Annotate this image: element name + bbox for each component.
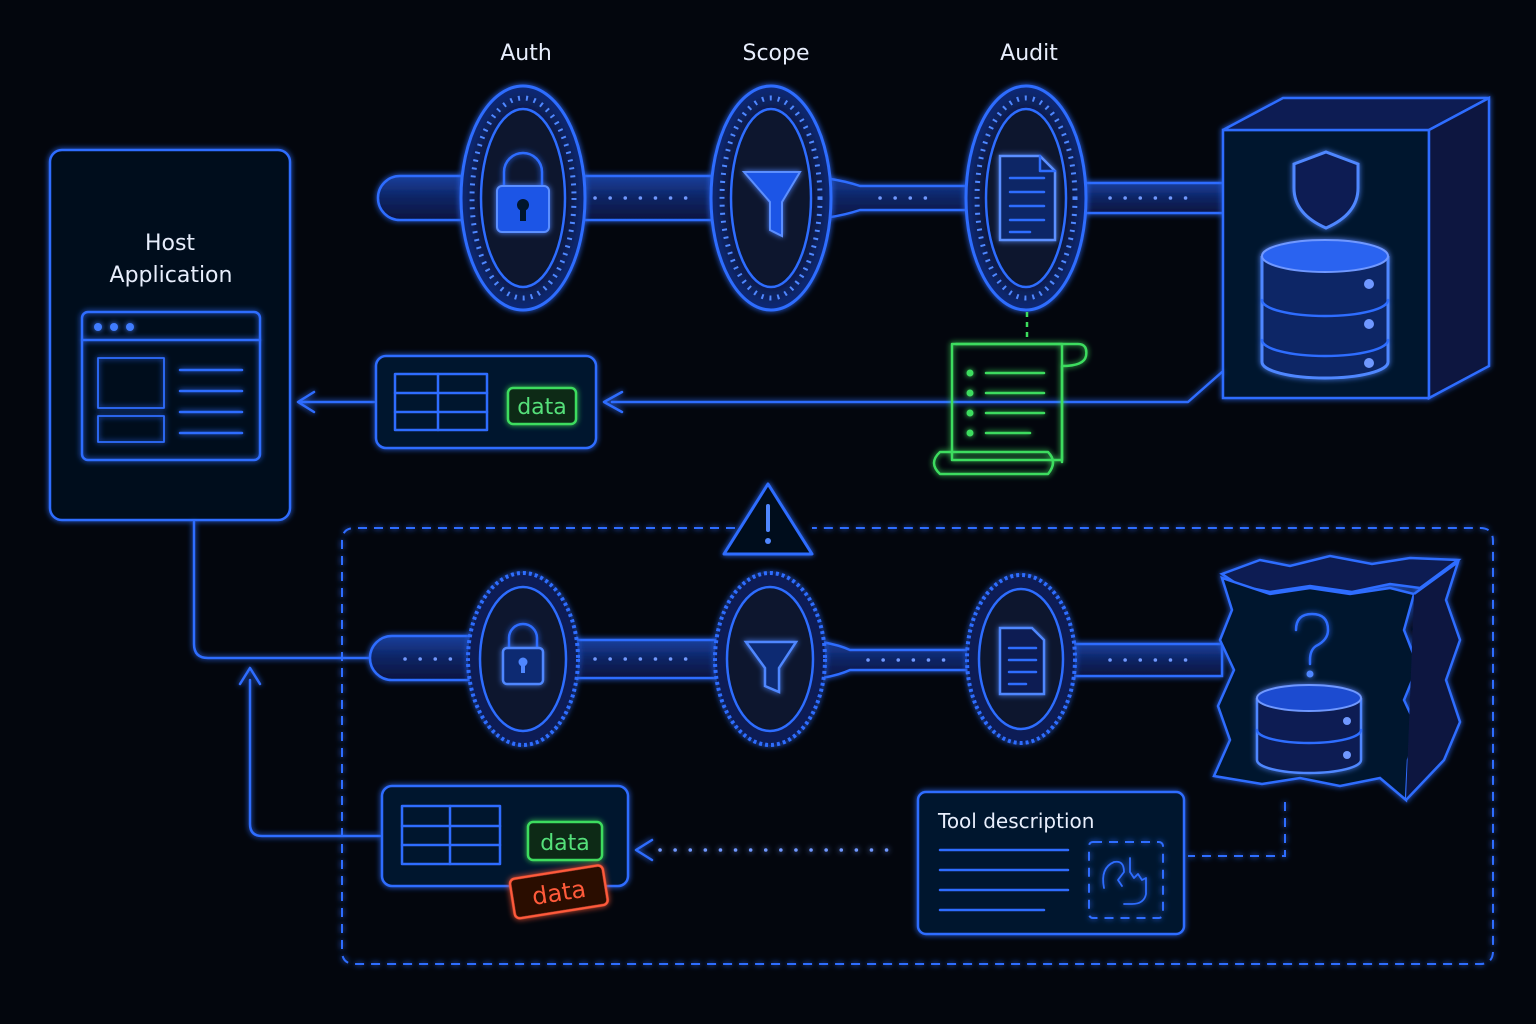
- warning-triangle-icon: [722, 482, 814, 556]
- compromised-zone-border: [341, 527, 1494, 965]
- scope-gate-label: Scope: [742, 41, 809, 66]
- bottom-data-tag-label: data: [540, 831, 590, 856]
- database-icon: [1260, 239, 1390, 380]
- shield-icon: [1292, 150, 1360, 230]
- bottom-return-line: [238, 666, 902, 862]
- tool-description-title: Tool description: [937, 809, 1094, 833]
- tool-description-card: [916, 790, 1186, 936]
- host-title-line2: Application: [110, 263, 233, 288]
- browser-window-icon: [80, 310, 262, 462]
- hidden-instruction-icon: [1088, 841, 1164, 919]
- top-data-tag-label: data: [517, 395, 567, 420]
- host-to-bottom-line: [192, 520, 380, 660]
- padlock-icon: [496, 151, 550, 233]
- bottom-funnel-icon: [743, 640, 799, 694]
- scroll-icon: [932, 342, 1088, 476]
- auth-gate-label: Auth: [500, 41, 552, 66]
- bottom-padlock-icon: [501, 622, 545, 686]
- audit-gate-label: Audit: [1000, 41, 1058, 66]
- document-icon: [998, 154, 1057, 242]
- top-return-line: [296, 370, 1224, 414]
- bottom-data-tag: [526, 820, 604, 862]
- host-title-line1: Host: [145, 231, 195, 256]
- question-mark-icon: [1294, 612, 1330, 678]
- server-to-tool-dashed-line: [1188, 802, 1286, 857]
- bottom-database-icon: [1255, 684, 1363, 775]
- injected-data-tag: [508, 864, 609, 920]
- host-application-panel: [48, 148, 292, 522]
- funnel-icon: [741, 171, 802, 238]
- bottom-document-icon: [998, 626, 1046, 696]
- top-data-tag: [506, 386, 578, 426]
